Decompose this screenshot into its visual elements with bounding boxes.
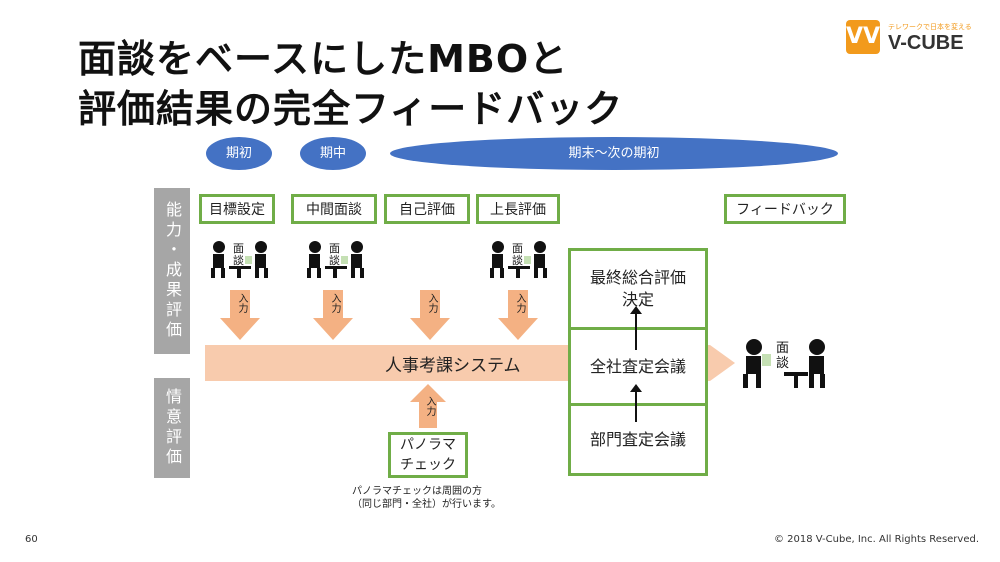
panorama-check-box: パノラマ チェック [388, 432, 468, 478]
svg-text:談: 談 [512, 253, 523, 267]
company-review: 全社査定会議 [571, 330, 705, 406]
title-line-2: 評価結果の完全フィードバック [78, 87, 624, 131]
step-self-eval: 自己評価 [384, 194, 470, 224]
up-arrow-icon [630, 384, 642, 422]
input-arrow: 入力 [410, 290, 450, 340]
meeting-icon: 面談 [305, 238, 367, 280]
svg-text:談: 談 [329, 253, 340, 267]
sidebar-ability-performance: 能力・成果評価 [154, 188, 190, 354]
final-evaluation-label: 最終総合評価決定 [589, 268, 686, 309]
input-arrow: 入力 [313, 290, 353, 340]
step-mid-interview: 中間面談 [291, 194, 377, 224]
department-review: 部門査定会議 [571, 406, 705, 473]
title-line-1: 面談をベースにしたMBOと [78, 37, 569, 81]
logo-tagline: テレワークで日本を変える [888, 23, 972, 31]
meeting-icon: 面談 [209, 238, 271, 280]
svg-text:面: 面 [233, 242, 244, 255]
input-label: 入力 [426, 293, 437, 313]
input-arrow: 入力 [410, 384, 446, 428]
input-label: 入力 [514, 293, 525, 313]
svg-text:面: 面 [329, 242, 340, 255]
sidebar-attitude: 情意評価 [154, 378, 190, 478]
step-boss-eval: 上長評価 [476, 194, 560, 224]
input-label: 入力 [236, 293, 247, 313]
company-review-label: 全社査定会議 [589, 356, 686, 376]
vcube-logo: VV テレワークで日本を変える V-CUBE [846, 20, 976, 56]
copyright: © 2018 V-Cube, Inc. All Rights Reserved. [774, 534, 980, 545]
phase-end: 期末～次の期初 [390, 137, 838, 170]
meeting-icon: 面談 [488, 238, 550, 280]
evaluation-column: 最終総合評価決定 全社査定会議 部門査定会議 [568, 248, 708, 476]
logo-name: V-CUBE [888, 32, 964, 54]
panorama-note: パノラマチェックは周囲の方 （同じ部門・全社）が行います。 [352, 485, 501, 511]
step-goal-setting: 目標設定 [199, 194, 275, 224]
panorama-note-line-2: （同じ部門・全社）が行います。 [352, 499, 501, 510]
feedback-meeting-icon: 面談 [740, 336, 830, 390]
panorama-note-line-1: パノラマチェックは周囲の方 [352, 486, 482, 497]
svg-text:面: 面 [776, 341, 789, 356]
svg-text:談: 談 [776, 355, 789, 371]
department-review-label: 部門査定会議 [589, 429, 686, 449]
panorama-line-2: チェック [400, 457, 456, 473]
slide-title: 面談をベースにしたMBOと 評価結果の完全フィードバック [78, 34, 623, 134]
page-number: 60 [25, 534, 38, 545]
phase-early: 期初 [206, 137, 272, 170]
hr-system-label: 人事考課システム [385, 356, 521, 376]
final-evaluation: 最終総合評価決定 [571, 251, 705, 330]
input-label: 入力 [424, 396, 435, 416]
step-feedback: フィードバック [724, 194, 846, 224]
panorama-line-1: パノラマ [400, 437, 456, 453]
input-label: 入力 [329, 293, 340, 313]
phase-mid: 期中 [300, 137, 366, 170]
svg-text:面: 面 [512, 242, 523, 255]
input-arrow: 入力 [498, 290, 538, 340]
up-arrow-icon [630, 306, 642, 350]
svg-text:談: 談 [233, 253, 244, 267]
input-arrow: 入力 [220, 290, 260, 340]
logo-mark: VV [846, 20, 880, 54]
